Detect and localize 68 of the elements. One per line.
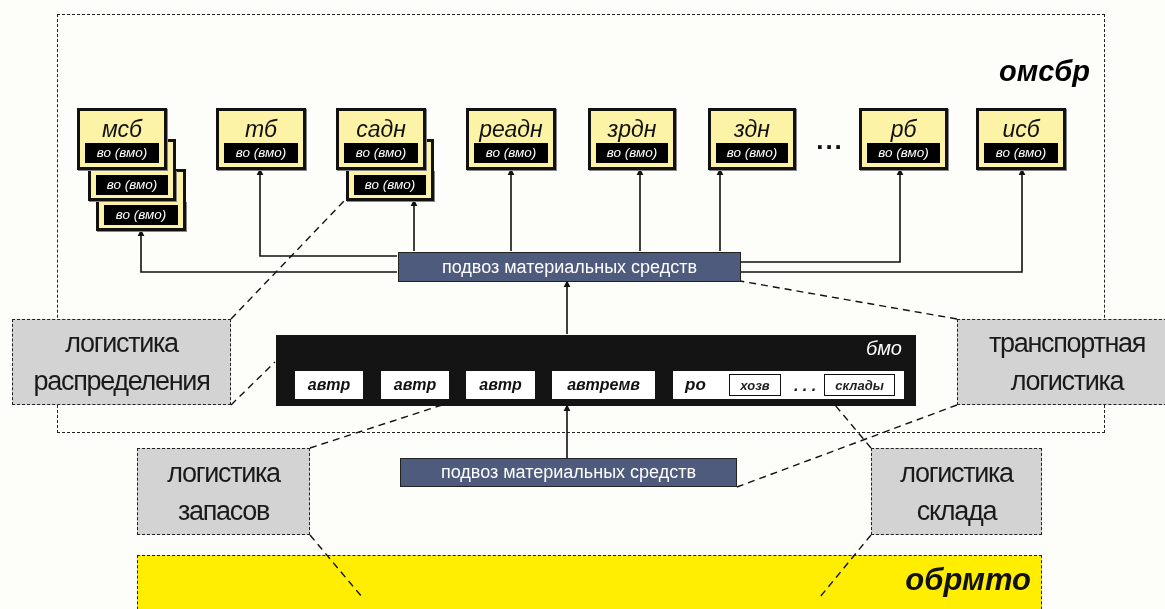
unit-card	[216, 108, 306, 170]
unit-name: здн	[734, 116, 770, 143]
subunit-box: автр	[466, 371, 535, 399]
unit-name: зрдн	[607, 116, 657, 143]
unit-card	[336, 108, 426, 170]
subunit-box: автр	[295, 371, 363, 399]
subunit-name: ро	[685, 375, 706, 395]
leader-line	[739, 280, 958, 320]
arrow	[739, 168, 1026, 273]
unit-subtitle: во (вмо)	[596, 143, 668, 163]
support-battalion-box	[276, 335, 916, 406]
unit-name: рб	[890, 116, 917, 143]
callout-box: транспортная логистика	[957, 319, 1165, 405]
supply-box: подвоз материальных средств	[398, 252, 741, 282]
unit-name: садн	[356, 116, 406, 143]
leader-line	[736, 404, 958, 488]
ellipsis: ...	[815, 125, 845, 156]
platoon-box: хозв	[729, 374, 781, 396]
subunit-box: автремв	[552, 371, 655, 399]
leader-line	[819, 534, 872, 598]
arrow	[507, 168, 515, 252]
stacked-unit-card	[96, 201, 186, 231]
unit-subtitle: во (вмо)	[104, 205, 178, 225]
stacked-unit-card	[88, 170, 176, 201]
callout-box: логистика распределения	[12, 319, 231, 405]
unit-subtitle: во (вмо)	[474, 143, 548, 163]
arrow	[563, 404, 571, 459]
arrow	[716, 168, 724, 252]
brigade-band	[137, 555, 1042, 609]
unit-card	[77, 108, 167, 170]
unit-subtitle: во (вмо)	[716, 143, 788, 163]
callout-box: логистика склада	[871, 448, 1042, 535]
leader-line	[230, 361, 276, 406]
unit-subtitle: во (вмо)	[85, 143, 159, 163]
unit-name: исб	[1002, 116, 1040, 143]
arrow	[739, 168, 904, 263]
band-title: обрмто	[905, 562, 1031, 598]
ellipsis: . . .	[792, 377, 818, 395]
unit-card	[976, 108, 1066, 170]
leader-line	[230, 199, 346, 320]
arrow	[137, 229, 398, 273]
unit-subtitle: во (вмо)	[224, 143, 298, 163]
unit-name: реадн	[479, 116, 543, 143]
arrow	[410, 199, 418, 252]
arrow	[636, 168, 644, 252]
subunit-box: автр	[381, 371, 449, 399]
unit-subtitle: во (вмо)	[984, 143, 1058, 163]
unit-subtitle: во (вмо)	[867, 143, 940, 163]
supply-box: подвоз материальных средств	[400, 458, 737, 487]
box-title: бмо	[865, 337, 902, 360]
arrow	[563, 280, 571, 335]
region-title: омсбр	[999, 55, 1090, 88]
subunit-box	[673, 371, 904, 399]
stacked-unit-card	[346, 170, 434, 201]
unit-card	[859, 108, 948, 170]
unit-name: мсб	[102, 116, 142, 143]
arrow	[256, 168, 398, 257]
unit-subtitle: во (вмо)	[354, 175, 426, 195]
callout-box: логистика запасов	[137, 448, 310, 535]
unit-name: тб	[244, 116, 278, 143]
unit-subtitle: во (вмо)	[344, 143, 418, 163]
unit-card	[466, 108, 556, 170]
platoon-box: склады	[824, 374, 895, 396]
unit-card	[708, 108, 796, 170]
unit-subtitle: во (вмо)	[96, 175, 168, 195]
unit-card	[588, 108, 676, 170]
leader-line	[309, 534, 363, 598]
leader-line	[834, 404, 872, 449]
